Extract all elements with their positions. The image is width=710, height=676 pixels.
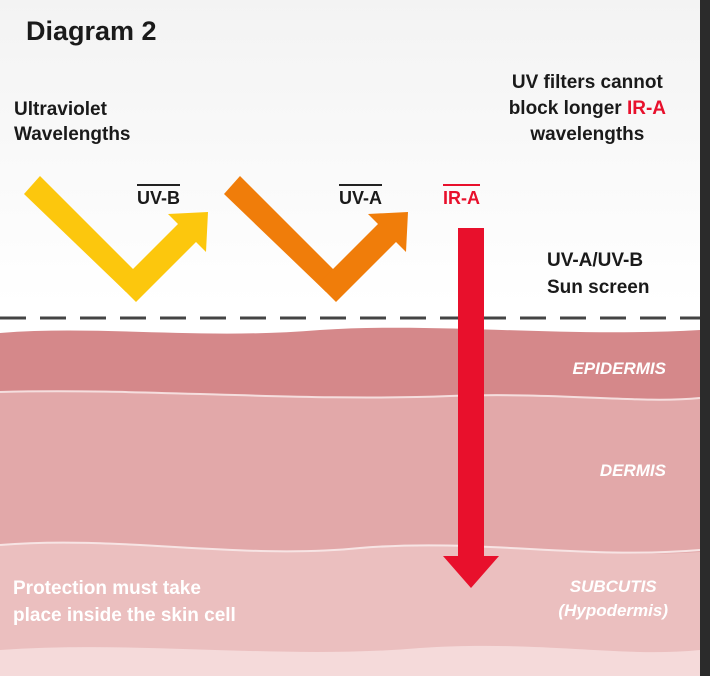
protection-note: Protection must take place inside the sk…: [13, 575, 236, 629]
ira-label: IR-A: [443, 184, 480, 209]
ir-note-line: wavelengths: [530, 124, 645, 145]
sunscreen-label: UV-A/UV-B Sun screen: [547, 247, 649, 301]
uvb-ray-arrow: [24, 176, 208, 302]
ir-note-line: block longer IR-A: [509, 96, 666, 122]
dermis-layer: [0, 391, 700, 554]
layer-boundary-line: [0, 541, 700, 554]
layer-boundary-line: [0, 390, 700, 401]
protection-line: place inside the skin cell: [13, 605, 236, 626]
subcutis-label: SUBCUTIS (Hypodermis): [558, 575, 668, 623]
sunscreen-line: UV-A/UV-B: [547, 250, 644, 271]
epidermis-layer: [0, 327, 700, 400]
ira-ray-arrow: [443, 228, 499, 588]
epidermis-label: EPIDERMIS: [572, 359, 666, 378]
uva-ray-arrow: [224, 176, 408, 302]
bottom-wave: [0, 645, 700, 676]
subcutis-name: SUBCUTIS: [569, 577, 657, 596]
uv-wavelengths-heading: Ultraviolet Wavelengths: [14, 97, 131, 147]
subcutis-layer: [0, 542, 700, 676]
uvb-label: UV-B: [137, 184, 181, 209]
protection-line: Protection must take: [13, 578, 201, 599]
ir-filter-note: UV filters cannot block longer IR-A wave…: [509, 70, 666, 148]
ir-note-highlight: IR-A: [626, 98, 666, 119]
dermis-label: DERMIS: [599, 461, 666, 480]
ir-note-line: UV filters cannot: [511, 72, 663, 93]
uv-heading-line: Wavelengths: [14, 124, 131, 145]
uv-heading-line: Ultraviolet: [14, 99, 107, 120]
uva-label: UV-A: [339, 184, 383, 209]
subcutis-subname: (Hypodermis): [558, 601, 668, 620]
diagram-title: Diagram 2: [26, 16, 157, 46]
sunscreen-line: Sun screen: [547, 277, 650, 298]
ir-note-text: block longer: [508, 98, 627, 119]
